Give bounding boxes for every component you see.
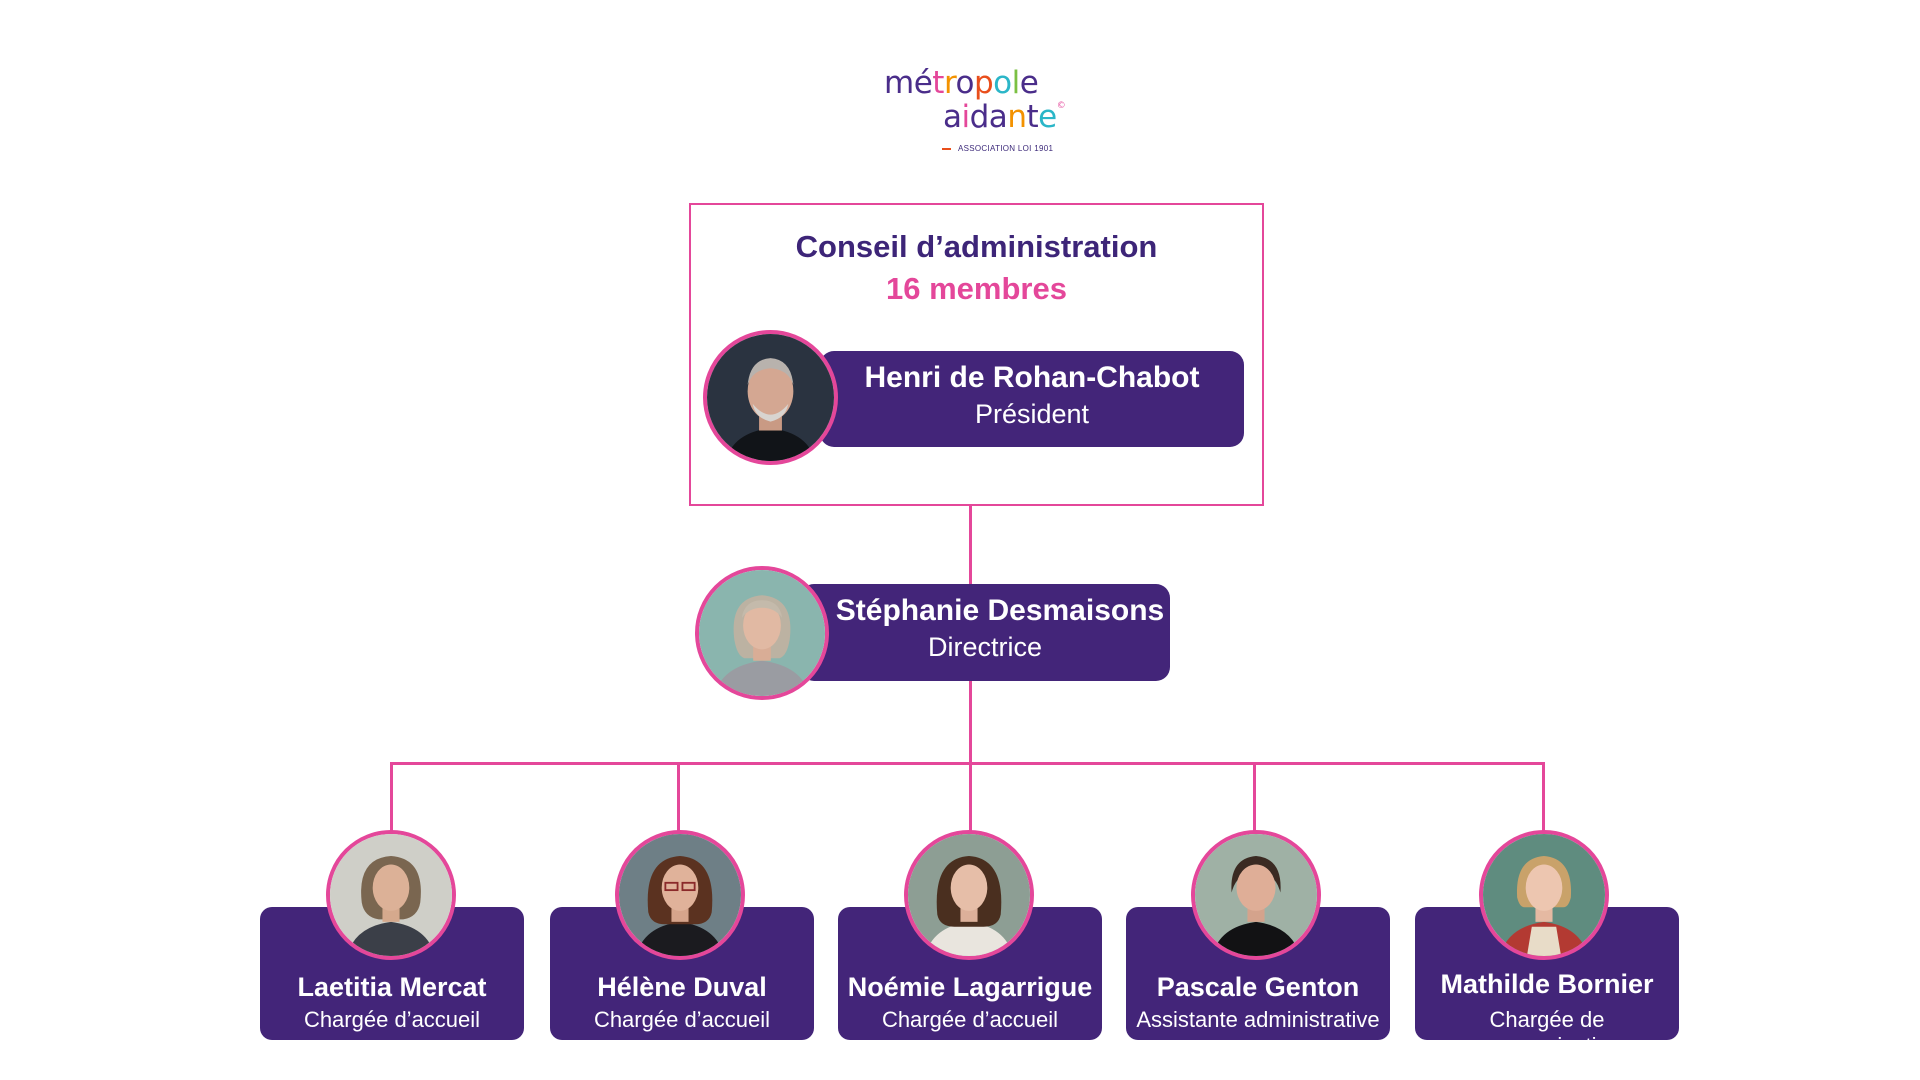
logo-line1: métropole: [884, 65, 1039, 101]
connector-director-staff: [969, 681, 972, 765]
logo-subtitle: ASSOCIATION LOI 1901: [958, 144, 1054, 153]
connector-staff-1: [390, 762, 393, 832]
staff-photo-4: [1191, 830, 1321, 960]
staff-name: Pascale Genton: [1156, 972, 1360, 1002]
staff-photo-2: [615, 830, 745, 960]
staff-name: Mathilde Bornier: [1440, 969, 1654, 999]
president-name: Henri de Rohan-Chabot: [864, 361, 1200, 394]
connector-horizontal: [390, 762, 1545, 765]
connector-staff-2: [677, 762, 680, 832]
president-name-bar: Henri de Rohan-Chabot Président: [820, 351, 1244, 447]
connector-staff-3: [969, 762, 972, 832]
board-box: Conseil d’administration 16 membres: [689, 203, 1264, 506]
director-name: Stéphanie Desmaisons: [835, 594, 1165, 627]
connector-staff-4: [1253, 762, 1256, 832]
staff-role: Chargée de communication: [1473, 1007, 1621, 1058]
president-photo: [703, 330, 838, 465]
board-title: Conseil d’administration: [795, 229, 1158, 264]
staff-photo-5: [1479, 830, 1609, 960]
president-role: Président: [974, 399, 1090, 429]
staff-role: Chargée d’accueil: [303, 1007, 481, 1032]
logo-line2: aidante©: [943, 99, 1066, 135]
staff-card-4: Pascale Genton Assistante administrative: [1126, 907, 1390, 1040]
staff-name: Noémie Lagarrigue: [847, 972, 1093, 1002]
staff-role: Assistante administrative: [1136, 1007, 1380, 1032]
director-name-bar: Stéphanie Desmaisons Directrice: [800, 584, 1170, 681]
connector-board-director: [969, 506, 972, 586]
staff-photo-3: [904, 830, 1034, 960]
metropole-aidante-logo: métropole aidante© ASSOCIATION LOI 1901: [884, 62, 1066, 162]
staff-name: Hélène Duval: [597, 972, 767, 1002]
director-role: Directrice: [927, 632, 1042, 662]
logo-dash: [942, 148, 951, 150]
staff-photo-1: [326, 830, 456, 960]
staff-role: Chargée d’accueil: [881, 1007, 1059, 1032]
director-photo: [695, 566, 829, 700]
staff-name: Laetitia Mercat: [297, 972, 487, 1002]
staff-role: Chargée d’accueil: [593, 1007, 771, 1032]
staff-card-2: Hélène Duval Chargée d’accueil: [550, 907, 814, 1040]
staff-card-5: Mathilde Bornier Chargée de communicatio…: [1415, 907, 1679, 1058]
connector-staff-5: [1542, 762, 1545, 832]
board-member-count: 16 membres: [886, 271, 1067, 306]
